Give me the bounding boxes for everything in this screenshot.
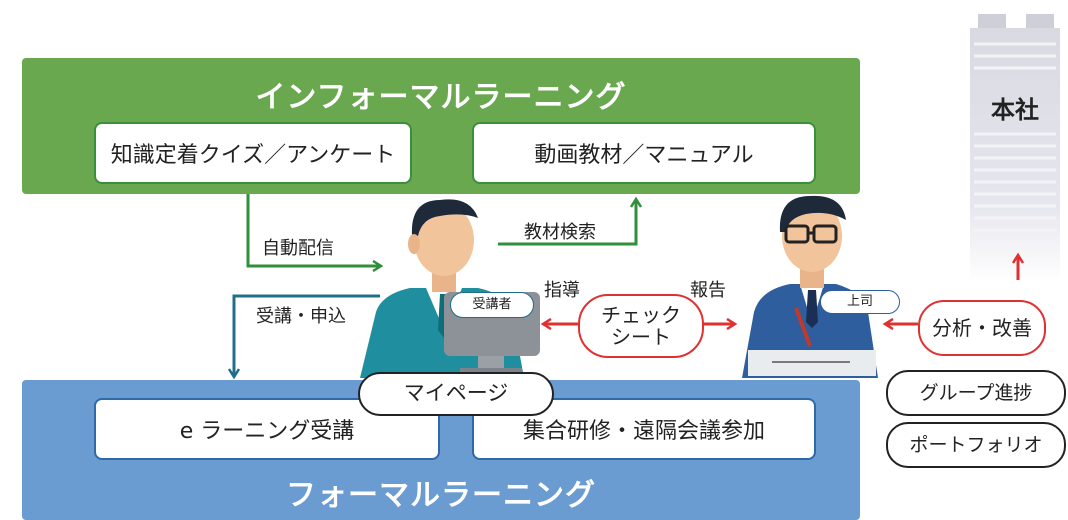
check-sheet-line2: シート xyxy=(611,325,671,349)
report-label: 報告 xyxy=(690,280,726,301)
informal-learning-title: インフォーマルラーニング xyxy=(255,80,627,115)
guidance-label: 指導 xyxy=(544,280,580,301)
group-progress-pill[interactable]: グループ進捗 xyxy=(886,370,1066,416)
mypage-button[interactable]: マイページ xyxy=(358,372,554,416)
check-sheet-bubble[interactable]: チェック シート xyxy=(578,294,704,358)
video-manual-box[interactable]: 動画教材／マニュアル xyxy=(472,122,816,184)
building-icon xyxy=(970,14,1060,282)
material-search-arrow xyxy=(498,200,636,246)
material-search-label: 教材検索 xyxy=(524,222,596,243)
learner-badge: 受講者 xyxy=(450,292,534,318)
headquarters-label: 本社 xyxy=(991,96,1039,124)
analysis-improvement-bubble[interactable]: 分析・改善 xyxy=(918,300,1046,356)
enroll-arrow xyxy=(234,294,380,376)
auto-delivery-arrow xyxy=(246,194,380,266)
boss-figure xyxy=(742,195,878,378)
enroll-label: 受講・申込 xyxy=(256,306,346,327)
check-sheet-line1: チェック xyxy=(601,303,681,327)
portfolio-pill[interactable]: ポートフォリオ xyxy=(886,422,1066,468)
headquarters-building: 本社 xyxy=(970,14,1060,282)
formal-learning-panel: e ラーニング受講 集合研修・遠隔会議参加 フォーマルラーニング xyxy=(22,380,860,520)
formal-learning-title: フォーマルラーニング xyxy=(286,478,596,513)
auto-delivery-label: 自動配信 xyxy=(262,238,334,259)
quiz-survey-box[interactable]: 知識定着クイズ／アンケート xyxy=(94,122,412,184)
boss-badge: 上司 xyxy=(820,290,900,314)
informal-learning-panel: インフォーマルラーニング 知識定着クイズ／アンケート 動画教材／マニュアル xyxy=(22,58,860,194)
